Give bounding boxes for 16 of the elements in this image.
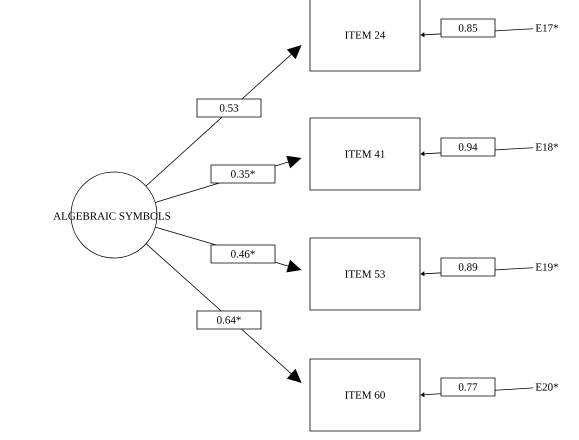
error-label: E17* — [536, 24, 558, 32]
error-label: E18* — [536, 143, 558, 151]
item-box: ITEM 60 — [310, 358, 420, 432]
coefficient-box: 0.64* — [196, 310, 262, 330]
error-label: E20* — [536, 383, 558, 391]
error-label: E19* — [536, 263, 558, 271]
coefficient-box: 0.46* — [210, 244, 276, 264]
item-box: ITEM 24 — [310, 0, 420, 72]
coefficient-box: 0.53 — [196, 98, 262, 118]
item-box: ITEM 53 — [310, 238, 420, 310]
coefficient-box: 0.94 — [440, 138, 496, 156]
coefficient-box: 0.85 — [440, 18, 496, 38]
coefficient-box: 0.77 — [440, 378, 496, 396]
coefficient-box: 0.35* — [210, 164, 276, 184]
item-box: ITEM 41 — [310, 118, 420, 190]
coefficient-box: 0.89 — [440, 258, 496, 276]
